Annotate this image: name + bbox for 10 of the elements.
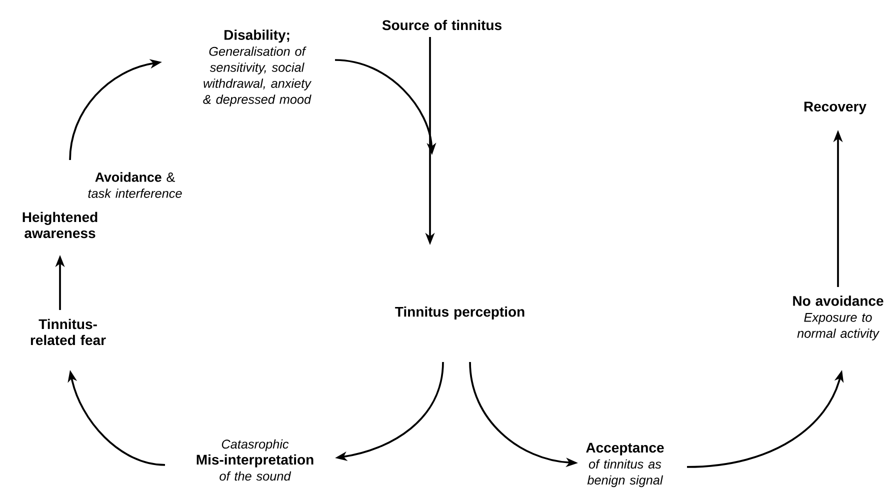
stage-label: No avoidance Exposure to normal activity bbox=[793, 296, 884, 340]
stage-label: Acceptance of tinnitus as benign signal bbox=[586, 442, 664, 488]
stage-label: Disability; Generalisation of sensitivity, social withdrawal, anxiety & depressed mood bbox=[203, 30, 312, 106]
stage-label: Tinnitus perception bbox=[395, 306, 524, 320]
heading-label: Source of tinnitus bbox=[382, 20, 502, 30]
stage-label: Heightened awareness bbox=[22, 212, 98, 238]
stage-label: Catasrophic Mis-interpretation of the sound bbox=[196, 439, 314, 481]
stage-label: Tinnitus-related fear bbox=[30, 318, 106, 346]
end-label: Recovery bbox=[804, 102, 866, 114]
stage-label: Avoidance & task interference bbox=[88, 172, 182, 198]
